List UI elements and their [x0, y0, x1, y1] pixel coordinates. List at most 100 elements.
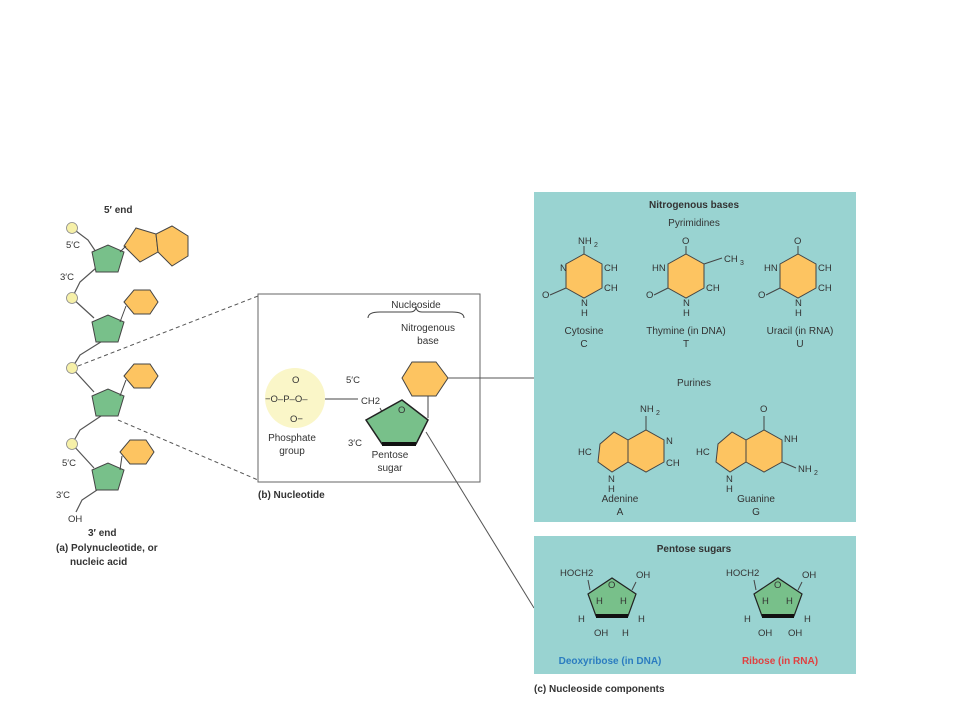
sugar-label-2: sugar: [377, 463, 403, 474]
svg-text:H: H: [581, 308, 588, 319]
svg-text:N: N: [666, 436, 673, 447]
svg-text:H: H: [620, 596, 627, 607]
svg-text:O: O: [774, 580, 781, 591]
svg-text:O: O: [682, 236, 689, 247]
svg-text:H: H: [744, 614, 751, 625]
guanine-name: Guanine: [737, 494, 775, 505]
svg-text:OH: OH: [788, 628, 802, 639]
svg-text:CH: CH: [706, 283, 720, 294]
sugar-ring-o: O: [398, 405, 405, 416]
svg-text:H: H: [795, 308, 802, 319]
nucleotide-panel: Nucleoside Nitrogenous base O −O–P–O– O−…: [257, 293, 481, 501]
nucleoside-label: Nucleoside: [391, 300, 441, 311]
svg-text:H: H: [578, 614, 585, 625]
sugars-title: Pentose sugars: [657, 544, 732, 555]
svg-text:HN: HN: [764, 263, 778, 274]
adenine-letter: A: [617, 507, 624, 518]
phosphate-circle: [66, 292, 78, 304]
purine-base: [123, 227, 159, 263]
svg-text:OH: OH: [802, 570, 816, 581]
svg-text:OH: OH: [636, 570, 650, 581]
svg-text:3: 3: [740, 260, 744, 267]
uracil-structure: O CH CH HN N H O: [758, 236, 832, 319]
svg-text:O: O: [758, 290, 765, 301]
glycosidic-bond: [119, 245, 127, 253]
cytosine-name: Cytosine: [565, 326, 604, 337]
phosphate-bottom-o: O−: [290, 414, 303, 425]
svg-text:H: H: [762, 596, 769, 607]
svg-text:N: N: [608, 474, 615, 485]
cytosine-letter: C: [580, 339, 587, 350]
thymine-name: Thymine (in DNA): [646, 326, 725, 337]
pyrimidine-base: [123, 363, 159, 389]
svg-text:CH: CH: [666, 458, 680, 469]
deoxyribose-label: Deoxyribose (in DNA): [559, 656, 662, 667]
svg-text:NH: NH: [640, 404, 654, 415]
base-label-1: Nitrogenous: [401, 323, 455, 334]
svg-text:H: H: [622, 628, 629, 639]
phosphate-formula: −O–P–O–: [265, 394, 308, 405]
uracil-letter: U: [796, 339, 803, 350]
sugar-connector: [425, 431, 535, 609]
phosphate-top-o: O: [292, 375, 299, 386]
svg-text:HC: HC: [696, 447, 710, 458]
svg-text:O: O: [542, 290, 549, 301]
svg-text:HC: HC: [578, 447, 592, 458]
purine-base: [155, 225, 189, 267]
pyrimidine-base: [123, 289, 159, 315]
caption-a-line2: nucleic acid: [70, 557, 127, 568]
sugar-pentagon: [364, 399, 429, 445]
guanine-letter: G: [752, 507, 760, 518]
phosphate-circle: [66, 438, 78, 450]
glycosidic-bond: [119, 455, 123, 471]
sugar-pentagon: [91, 244, 125, 273]
svg-text:H: H: [786, 596, 793, 607]
svg-text:H: H: [804, 614, 811, 625]
svg-text:CH: CH: [604, 263, 618, 274]
carbon3-label: 3′C: [56, 490, 70, 501]
svg-text:OH: OH: [758, 628, 772, 639]
three-prime-end-label: 3′ end: [88, 528, 117, 539]
caption-a-line1: (a) Polynucleotide, or: [56, 543, 158, 554]
zoom-line-bottom: [117, 419, 259, 481]
backbone: [71, 227, 105, 513]
svg-text:N: N: [683, 298, 690, 309]
svg-text:HOCH2: HOCH2: [726, 568, 759, 579]
sugars-panel-bg: [534, 536, 856, 674]
svg-text:H: H: [596, 596, 603, 607]
glycosidic-bond: [119, 379, 127, 397]
ribose-structure: HOCH2 OH O H H H H OH OH: [726, 568, 816, 639]
ribose-label: Ribose (in RNA): [742, 656, 818, 667]
svg-text:H: H: [683, 308, 690, 319]
sugar-pentagon: [91, 314, 125, 343]
svg-text:2: 2: [814, 470, 818, 477]
nitrogenous-base-hexagon: [401, 361, 449, 397]
sugar-label-1: Pentose: [372, 450, 409, 461]
phosphate-label-2: group: [279, 446, 305, 457]
svg-text:O: O: [794, 236, 801, 247]
svg-text:NH: NH: [784, 434, 798, 445]
svg-text:N: N: [581, 298, 588, 309]
sugar-pentagon: [91, 388, 125, 417]
glycosidic-bond: [119, 305, 127, 323]
svg-text:CH: CH: [724, 254, 738, 265]
phosphate-glow: [265, 368, 325, 428]
svg-text:CH: CH: [818, 283, 832, 294]
svg-text:H: H: [726, 484, 733, 495]
svg-text:O: O: [608, 580, 615, 591]
carbon3-label: 3′C: [348, 438, 362, 449]
purines-label: Purines: [677, 378, 711, 389]
svg-text:CH: CH: [604, 283, 618, 294]
polynucleotide-strand: 5′ end 5′C 3′C 5′C 3′C OH 3′ end (a) Pol…: [56, 205, 189, 568]
caption-c: (c) Nucleoside components: [534, 684, 665, 695]
phosphate-circle: [66, 362, 78, 374]
svg-text:NH: NH: [798, 464, 812, 475]
base-label-2: base: [417, 336, 439, 347]
bases-title: Nitrogenous bases: [649, 200, 739, 211]
